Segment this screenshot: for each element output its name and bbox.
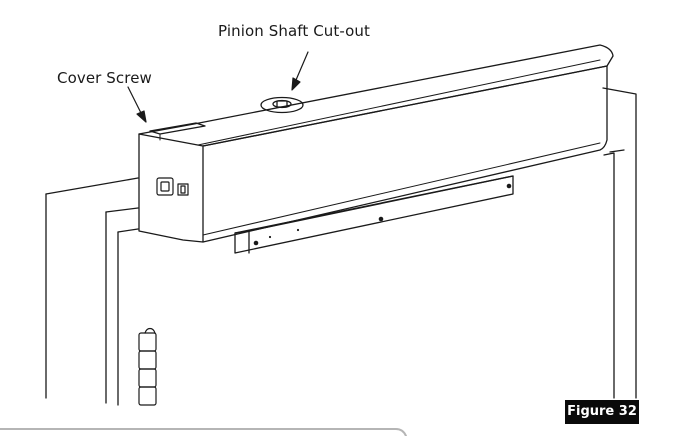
fasteners	[253, 183, 512, 246]
callout-arrow-pinion	[291, 51, 309, 91]
frame-bottom-rule	[0, 428, 407, 436]
door-frame	[45, 87, 637, 406]
track-bar	[234, 175, 514, 254]
figure-number-badge: Figure 32	[565, 400, 639, 424]
pinion-shaft-callout-label: Pinion Shaft Cut-out	[218, 22, 371, 40]
callout-arrow-cover	[127, 86, 147, 123]
pinion-shaft-cutout	[260, 96, 304, 114]
power-switch	[177, 183, 189, 196]
cover-screw-callout-label: Cover Screw	[57, 69, 152, 87]
operator-housing	[138, 44, 614, 243]
hinge	[138, 327, 157, 406]
power-inlet	[156, 177, 174, 196]
